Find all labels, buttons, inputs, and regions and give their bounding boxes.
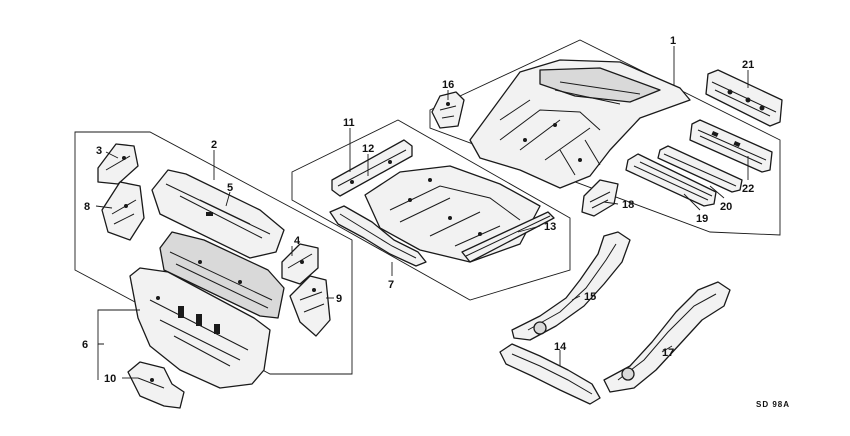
- callout-11: 11: [343, 117, 355, 129]
- callout-20: 20: [720, 201, 732, 213]
- lower-frame-14: [499, 343, 601, 405]
- rear-floor-pan: [469, 59, 691, 189]
- mount-10: [127, 361, 185, 409]
- front-side-member-15: [511, 231, 631, 341]
- side-sill-13: [461, 211, 555, 263]
- callout-12: 12: [362, 143, 374, 155]
- callout-21: 21: [742, 59, 754, 71]
- callout-9: 9: [336, 293, 342, 305]
- callout-18: 18: [622, 199, 634, 211]
- callout-3: 3: [96, 145, 102, 157]
- callout-2: 2: [211, 139, 217, 151]
- lower-rail-7: [329, 205, 427, 267]
- callout-17: 17: [662, 347, 674, 359]
- rear-panel-lower: [689, 119, 773, 173]
- group-outline-rear-floor: [429, 39, 781, 236]
- callout-7: 7: [388, 279, 394, 291]
- callout-1: 1: [670, 35, 676, 47]
- bracket-9: [289, 275, 331, 337]
- diagram-code: SD 98A: [756, 400, 790, 409]
- group-outline-front-floor: [291, 119, 571, 301]
- bracket-16: [431, 91, 465, 129]
- dash-panel-upper: [151, 169, 285, 259]
- firewall-6: [129, 267, 271, 389]
- dash-lower-rail: [159, 231, 285, 319]
- front-floor-crossmember: [331, 139, 413, 197]
- bracket-8: [101, 181, 145, 241]
- callout-5: 5: [227, 182, 233, 194]
- callout-15: 15: [584, 291, 596, 303]
- callout-10: 10: [104, 373, 116, 385]
- callout-16: 16: [442, 79, 454, 91]
- callout-22: 22: [742, 183, 754, 195]
- gusset-18: [581, 179, 619, 217]
- callout-4: 4: [294, 235, 301, 247]
- crossmember-rear: [657, 145, 743, 193]
- bracket-3: [97, 143, 139, 185]
- callout-13: 13: [544, 221, 556, 233]
- callout-6: 6: [82, 339, 88, 351]
- callout-8: 8: [84, 201, 90, 213]
- callout-14: 14: [554, 341, 567, 353]
- rear-panel-upper: [705, 69, 783, 127]
- group-outline-front-bulkhead: [74, 131, 353, 375]
- bracket-4: [281, 243, 319, 285]
- crossmember-middle: [625, 153, 717, 207]
- callout-19: 19: [696, 213, 708, 225]
- front-side-member-17: [603, 281, 731, 393]
- leader-lines: [95, 46, 749, 380]
